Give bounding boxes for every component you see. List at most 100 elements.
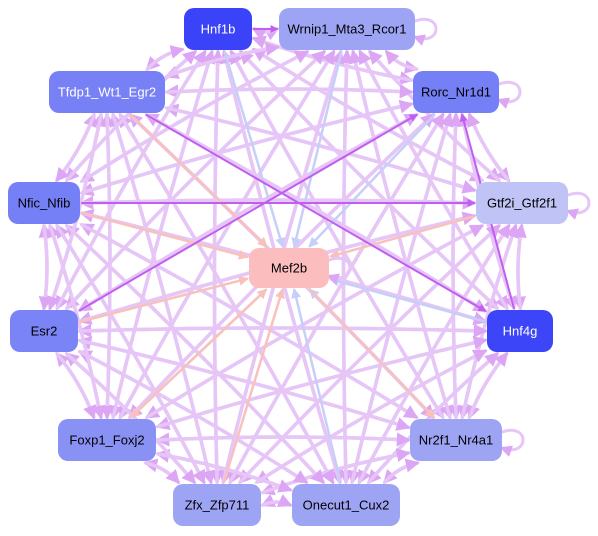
node-mef2b[interactable]: Mef2b [249,248,329,288]
node-hnf1b[interactable]: Hnf1b [184,8,252,50]
edge-hnf4g-to-gtf2i [512,223,527,310]
node-rorc[interactable]: Rorc_Nr1d1 [413,71,499,113]
node-label-wrnip1: Wrnip1_Mta3_Rcor1 [288,21,407,36]
edge-zfx-to-onecut1 [261,494,293,507]
edge-tfdp1-to-zfx [111,113,216,485]
edge-nfic-to-zfx [55,224,206,485]
edge-mef2b-to-foxp1 [129,288,267,419]
node-box-wrnip1 [279,8,415,50]
edge-zfx-to-hnf4g [255,349,488,484]
node-box-tfdp1 [49,71,165,113]
edge-hnf4g-to-mef2b [329,276,487,323]
node-box-rorc [413,71,499,113]
edge-gtf2i-to-hnf1b [251,47,484,182]
node-tfdp1[interactable]: Tfdp1_Wt1_Egr2 [49,71,165,113]
edge-nfic-to-mef2b [80,211,249,260]
edge-zfx-to-hnf1b [210,49,225,484]
edge-tfdp1-to-rorc [165,84,414,99]
node-label-tfdp1: Tfdp1_Wt1_Egr2 [58,84,156,99]
edge-hnf1b-to-mef2b [223,50,285,248]
edge-zfx-to-rorc [228,112,445,484]
edge-nfic-to-onecut1 [65,224,325,485]
edge-tfdp1-to-hnf4g [145,114,487,312]
edge-onecut1-to-mef2b [291,288,342,484]
edge-hnf4g-to-hnf1b [239,49,499,310]
nodes-layer: Mef2b Hnf1b Wrnip1_Mta3_Rcor1Rorc_Nr1d1Gtf… [8,8,568,526]
edge-nfic-to-foxp1 [48,224,106,420]
node-label-rorc: Rorc_Nr1d1 [421,84,491,99]
edge-esr2-to-hnf4g [78,323,488,338]
edge-zfx-to-gtf2i [238,224,501,484]
edge-gtf2i-to-rorc [467,112,511,182]
node-box-nfic [8,182,80,224]
node-label-nfic: Nfic_Nfib [18,195,71,210]
node-label-hnf1b: Hnf1b [201,21,236,36]
node-nfic[interactable]: Nfic_Nfib [8,182,80,224]
self-loop-nr2f1 [499,428,525,457]
edge-esr2-to-mef2b [78,275,249,323]
edge-foxp1-to-wrnip1 [118,49,336,419]
edge-tfdp1-to-hnf4g [144,113,488,313]
edge-nr2f1-to-hnf4g [467,351,509,419]
highlight-edges-layer [78,25,515,484]
node-nr2f1[interactable]: Nr2f1_Nr4a1 [410,419,502,461]
edge-rorc-to-wrnip1 [384,49,418,71]
edge-foxp1-to-hnf4g [156,335,488,429]
self-loop-wrnip1 [412,17,438,46]
node-label-foxp1: Foxp1_Foxj2 [69,432,144,447]
edge-esr2-to-wrnip1 [65,50,326,310]
node-box-hnf1b [184,8,252,50]
edge-mef2b-to-nr2f1 [309,288,436,419]
edge-onecut1-to-wrnip1 [339,49,354,484]
edge-tfdp1-to-wrnip1 [165,42,280,78]
node-onecut1[interactable]: Onecut1_Cux2 [292,484,400,526]
edge-zfx-to-mef2b [222,288,285,484]
node-box-onecut1 [292,484,400,526]
node-esr2[interactable]: Esr2 [10,310,78,352]
node-zfx[interactable]: Zfx_Zfp711 [173,484,261,526]
node-foxp1[interactable]: Foxp1_Foxj2 [58,419,156,461]
edge-tfdp1-to-foxp1 [100,113,115,420]
node-hnf4g[interactable]: Hnf4g [487,310,553,352]
edge-gtf2i-to-mef2b [329,215,476,259]
self-loop-rorc [496,80,522,109]
edge-nfic-to-esr2 [38,224,53,311]
node-label-gtf2i: Gtf2i_Gtf2f1 [487,195,557,210]
edge-esr2-to-rorc [78,113,419,312]
node-wrnip1[interactable]: Wrnip1_Mta3_Rcor1 [279,8,415,50]
edge-esr2-to-nr2f1 [78,338,411,431]
edge-nr2f1-to-rorc [448,112,463,419]
edge-foxp1-to-zfx [144,461,180,485]
edge-wrnip1-to-mef2b [291,50,343,248]
edge-rorc-to-mef2b [308,113,436,248]
edge-esr2-to-rorc [79,114,418,312]
edge-foxp1-to-gtf2i [145,224,485,419]
node-label-onecut1: Onecut1_Cux2 [303,497,390,512]
node-box-gtf2i [476,182,568,224]
edge-esr2-to-foxp1 [55,352,97,420]
self-loop-gtf2i [565,191,591,220]
node-box-zfx [173,484,261,526]
node-label-nr2f1: Nr2f1_Nr4a1 [419,432,493,447]
node-gtf2i[interactable]: Gtf2i_Gtf2f1 [476,182,568,224]
node-label-mef2b: Mef2b [271,260,307,275]
node-box-foxp1 [58,419,156,461]
edge-tfdp1-to-mef2b [129,113,268,248]
self-loops-layer [326,17,591,457]
node-label-esr2: Esr2 [31,323,58,338]
edge-nfic-to-nr2f1 [80,223,419,419]
edge-onecut1-to-nr2f1 [383,458,420,484]
node-box-hnf4g [487,310,553,352]
edge-nr2f1-to-hnf1b [229,49,445,419]
node-box-mef2b [249,248,329,288]
self-loop-mef2b [326,256,352,285]
edge-tfdp1-to-hnf1b [145,45,185,71]
edge-tfdp1-to-gtf2i [165,106,477,194]
edge-tfdp1-to-nfic [55,113,96,183]
edge-tfdp1-to-onecut1 [118,113,335,485]
edge-nfic-to-gtf2i [80,195,477,210]
node-box-esr2 [10,310,78,352]
edge-foxp1-to-nr2f1 [156,432,411,447]
node-label-hnf4g: Hnf4g [503,323,538,338]
